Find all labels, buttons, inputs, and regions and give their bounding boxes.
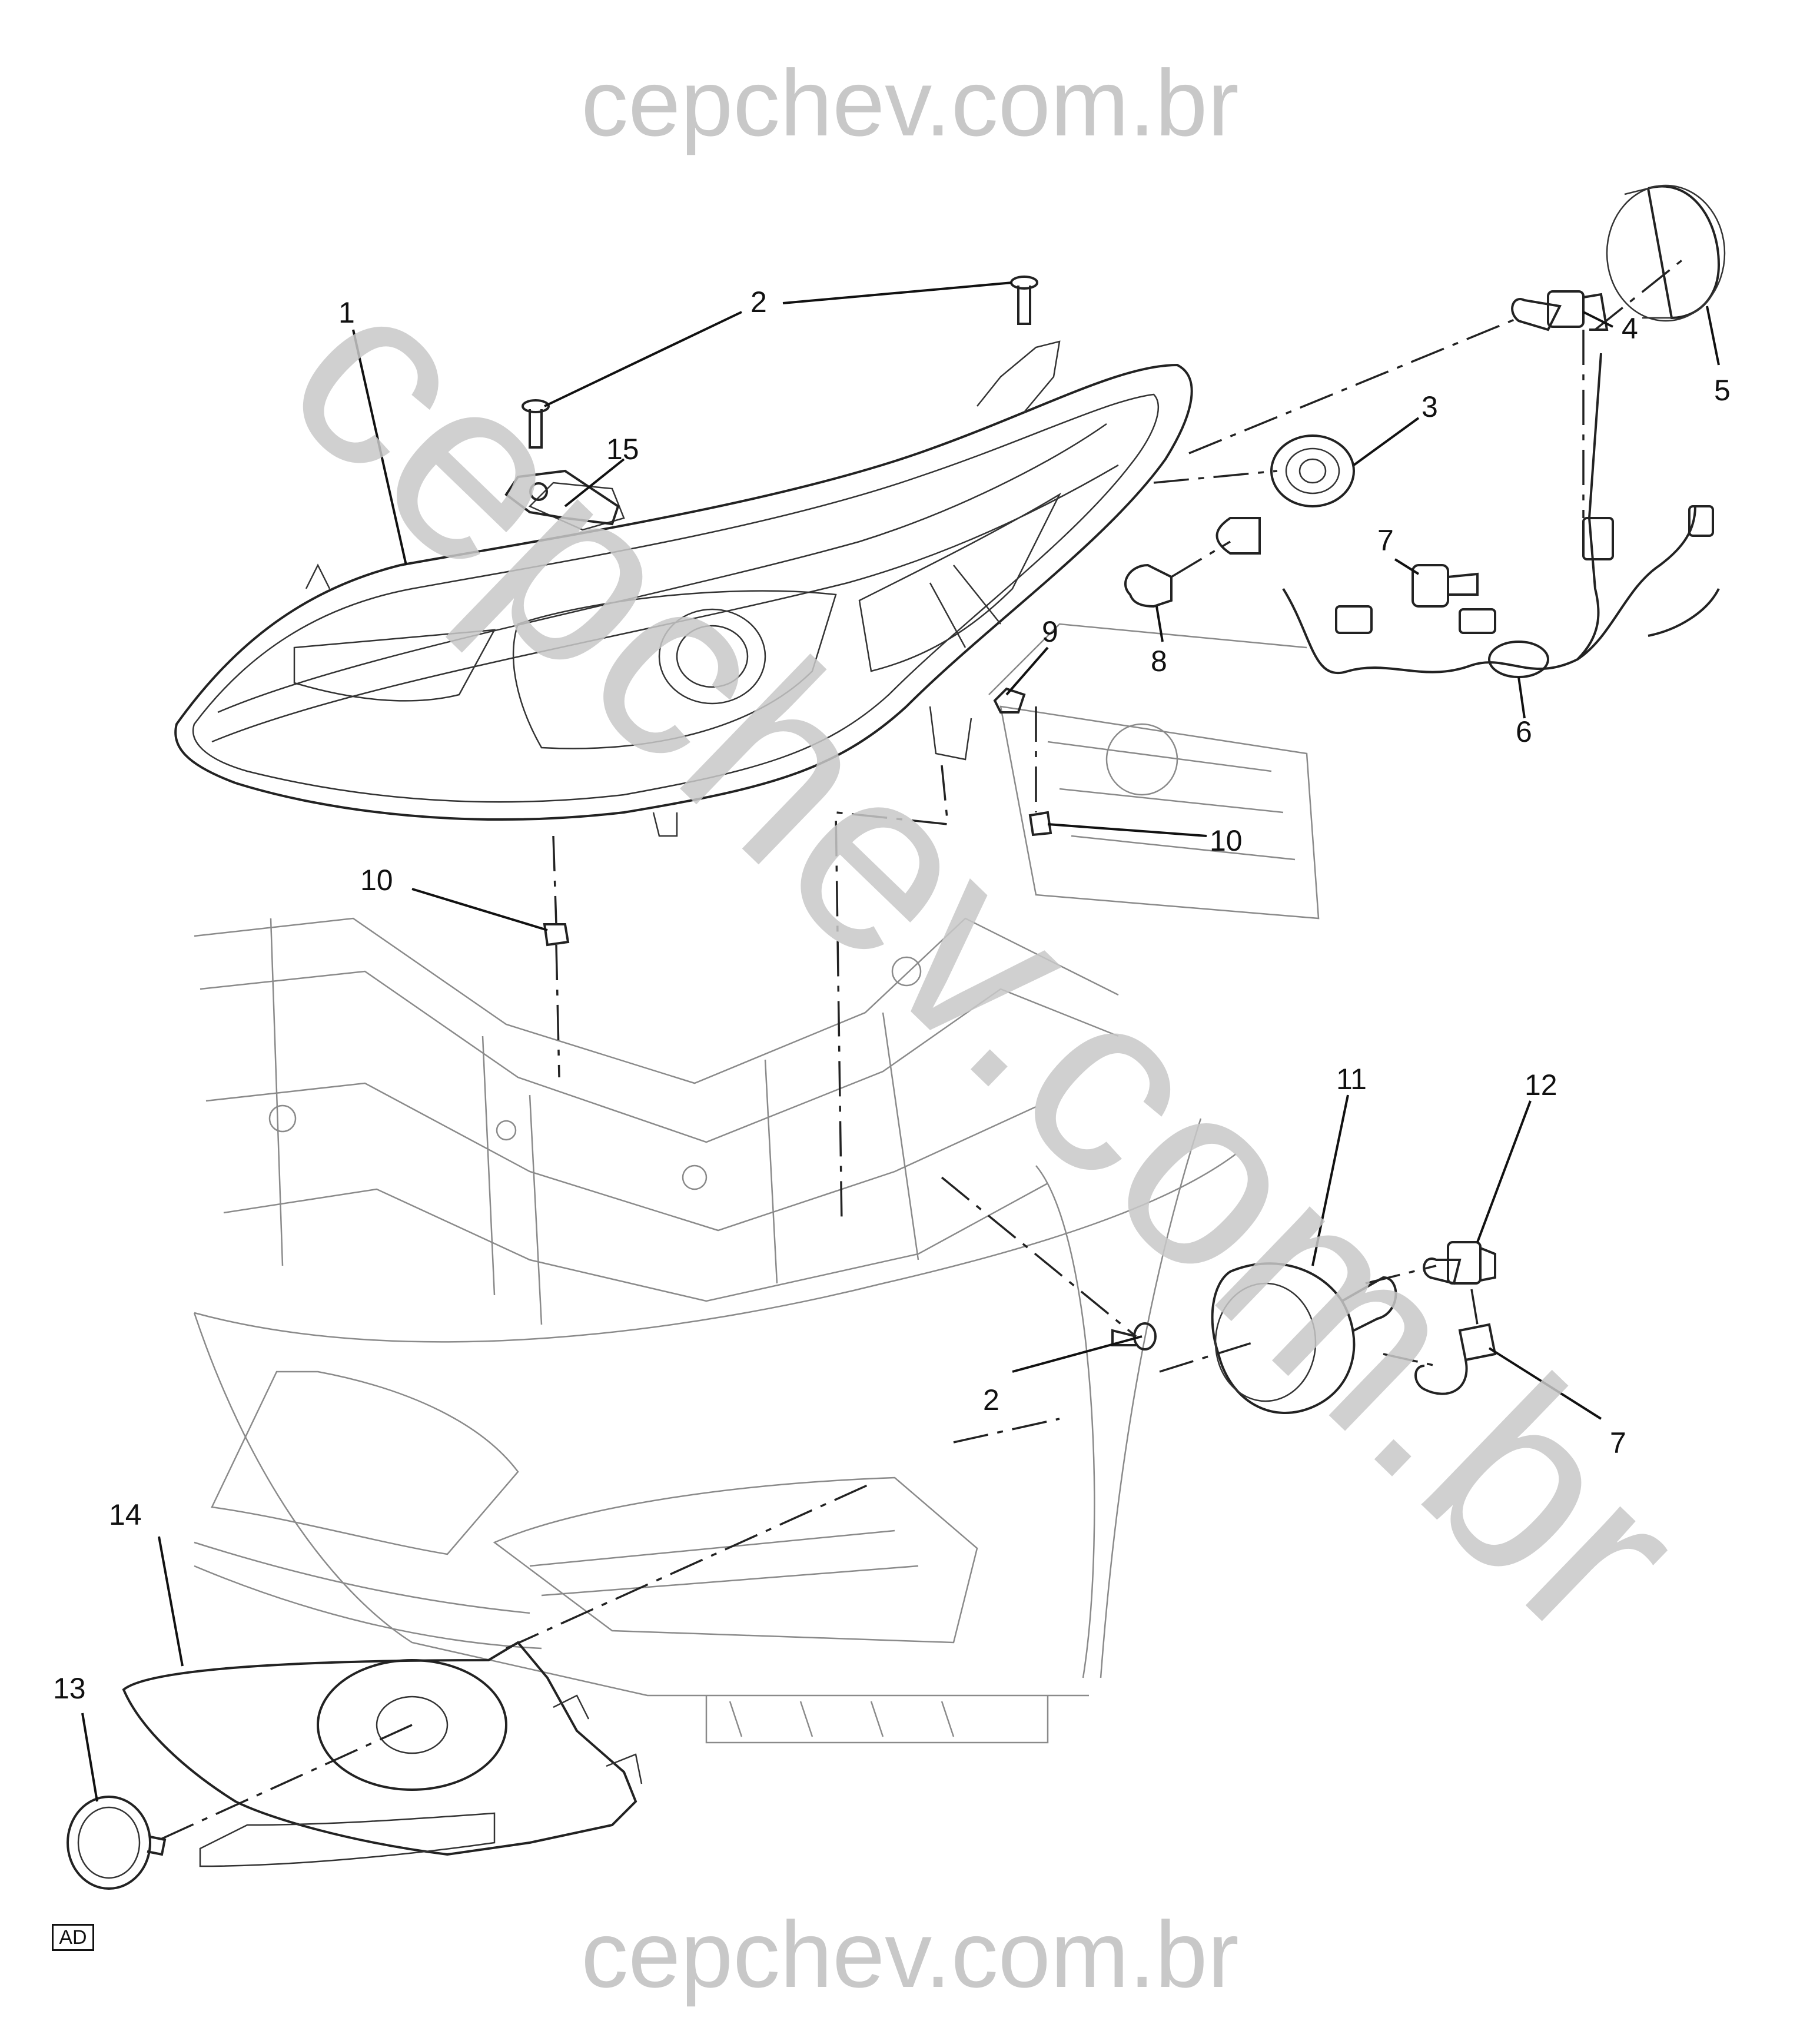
bolt-upper-left (522, 399, 550, 449)
watermark-diagonal: cepchev.com.br (234, 228, 1737, 1694)
watermark-bottom: cepchev.com.br (581, 1902, 1239, 2007)
vehicle-front-structure (193, 623, 1320, 1744)
callout-3: 3 (1422, 390, 1438, 423)
callout-6: 6 (1516, 715, 1532, 748)
seal-cover (1270, 434, 1355, 507)
clip-nut (993, 687, 1026, 714)
callout-1: 1 (338, 296, 355, 329)
nut-right (1028, 811, 1052, 837)
watermark-top: cepchev.com.br (581, 50, 1239, 155)
callout-10-right: 10 (1210, 824, 1243, 857)
callout-2-upper: 2 (750, 286, 767, 318)
headlamp-bulb (1511, 290, 1609, 331)
callout-11: 11 (1336, 1063, 1367, 1096)
callout-2-lower: 2 (983, 1383, 999, 1416)
callout-labels: 1 2 2 3 4 5 6 7 7 8 9 10 10 11 12 13 14 … (53, 286, 1731, 1705)
callout-13: 13 (53, 1672, 86, 1705)
bolt-upper-right (1010, 276, 1038, 325)
assembly-guide-lines (152, 258, 1685, 1844)
callout-15: 15 (606, 433, 639, 466)
leader-lines (81, 281, 1720, 1802)
headlamp-assembly (174, 340, 1193, 837)
small-bulb (1124, 563, 1173, 608)
callout-8: 8 (1151, 645, 1167, 678)
fog-trim-ring (67, 1796, 167, 1890)
wiring-harness (1215, 353, 1720, 678)
fog-lamp-bezel (122, 1641, 643, 1867)
callout-14: 14 (109, 1498, 142, 1531)
callout-12: 12 (1525, 1069, 1557, 1101)
callout-7-lower: 7 (1610, 1426, 1626, 1459)
callout-9: 9 (1042, 615, 1058, 648)
callout-5: 5 (1714, 374, 1731, 407)
nut-left (543, 923, 570, 947)
connector-upper (1412, 564, 1479, 608)
retaining-ring (1606, 184, 1726, 322)
callout-7-upper: 7 (1377, 524, 1394, 557)
bracket (504, 469, 620, 526)
bolt-lower (1111, 1322, 1157, 1350)
view-badge: AD (52, 1924, 94, 1951)
callout-10-left: 10 (360, 864, 393, 897)
callout-4: 4 (1622, 312, 1638, 345)
connector-lower (1414, 1323, 1497, 1395)
